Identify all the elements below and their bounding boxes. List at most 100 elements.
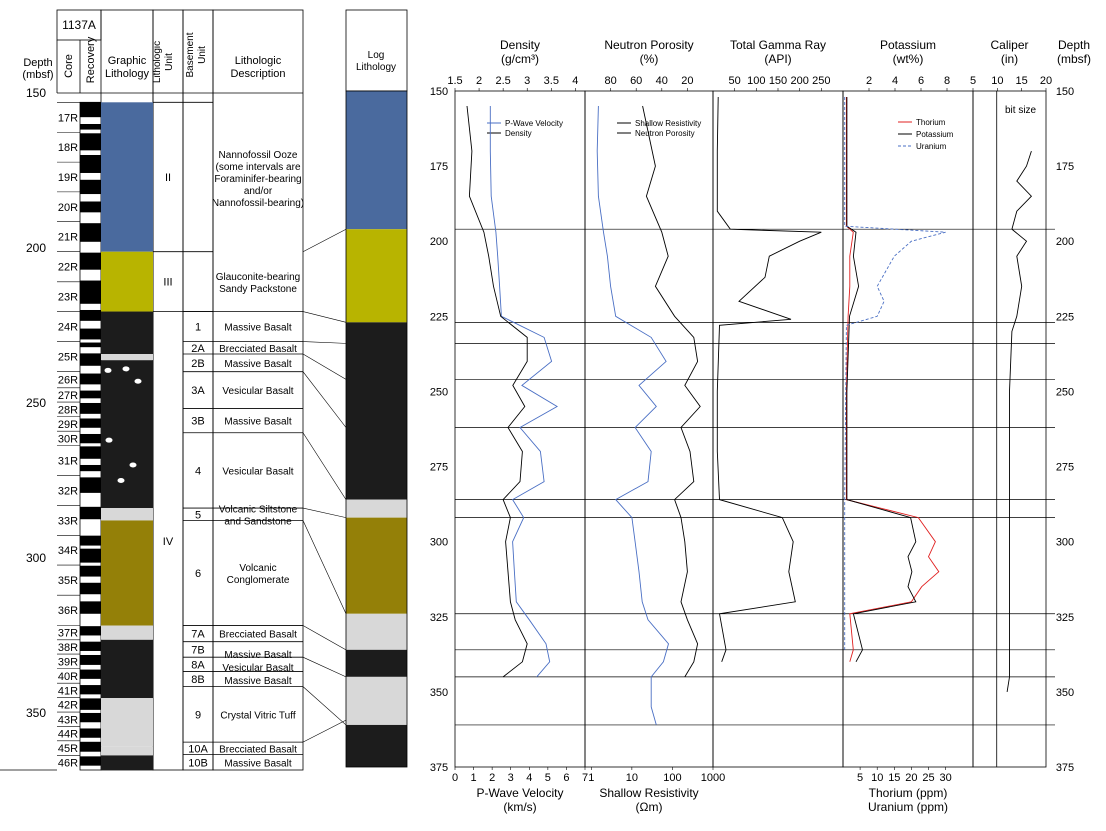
core-label: 25R — [58, 352, 78, 364]
log-lithology-block — [346, 322, 407, 500]
basement-unit-label: 7A — [191, 629, 205, 641]
recovery-bar — [80, 601, 101, 614]
recovery-bar — [80, 641, 101, 651]
track-bottom-tick-label: 1000 — [701, 772, 725, 784]
recovery-bar — [80, 342, 101, 348]
recovery-bar — [80, 402, 101, 414]
lithologic-description: Vesicular Basalt — [222, 663, 293, 674]
log-depth-tick-label: 250 — [430, 386, 448, 398]
log-lithology-title-2: Lithology — [356, 62, 396, 73]
track-top-tick-label: 2.5 — [495, 75, 510, 87]
series-total-gamma-ray — [716, 96, 822, 662]
vesicle-symbol — [105, 437, 113, 443]
basement-unit-label: 2A — [191, 343, 205, 355]
series-neutron-porosity — [642, 105, 701, 678]
track-bottom-title: Thorium (ppm) — [869, 786, 948, 800]
core-label: 26R — [58, 375, 78, 387]
track-top-title: (in) — [1001, 52, 1018, 66]
lithologic-description: Volcanic Siltstone — [219, 505, 298, 516]
recovery-bar — [80, 698, 101, 710]
track-top-title: Caliper — [990, 38, 1028, 52]
lithologic-description: Massive Basalt — [224, 650, 291, 661]
log-depth-tick-label: 300 — [430, 537, 448, 549]
track-top-tick-label: 1.5 — [447, 75, 462, 87]
recovery-bar — [80, 123, 101, 130]
description-title: Lithologic — [235, 55, 282, 67]
core-label: 27R — [58, 390, 78, 402]
description-col-frame — [212, 9, 304, 771]
recovery-bar — [80, 309, 101, 321]
basement-unit-label: 3A — [191, 385, 205, 397]
track-bottom-tick-label: 10 — [871, 772, 883, 784]
recovery-bar — [80, 223, 101, 242]
lithologic-description: Brecciated Basalt — [219, 744, 297, 755]
correlation-line — [302, 311, 347, 323]
lithologic-unit-title-2: Unit — [164, 53, 175, 71]
correlation-line — [302, 656, 347, 678]
lithologic-description: Massive Basalt — [224, 359, 291, 370]
log-lithology-block — [346, 499, 407, 518]
vesicle-symbol — [122, 366, 130, 372]
correlation-line — [302, 432, 347, 500]
recovery-bar — [80, 685, 101, 695]
correlation-line — [302, 228, 347, 252]
series-p-wave-velocity — [489, 106, 558, 678]
track-bottom-tick-label: 30 — [940, 772, 952, 784]
log-depth-tick-label: 175 — [430, 161, 448, 173]
track-top-title: Potassium — [880, 38, 936, 52]
core-label: 31R — [58, 456, 78, 468]
core-label: 38R — [58, 642, 78, 654]
core-label: 33R — [58, 515, 78, 527]
log-depth-tick-label: 350 — [430, 687, 448, 699]
lithologic-description: Foraminifer-bearing — [214, 174, 301, 185]
recovery-bar — [80, 654, 101, 665]
core-label: 17R — [58, 112, 78, 124]
graphic-lithology-block — [101, 639, 153, 699]
graphic-lithology-block — [101, 508, 153, 521]
graphic-lithology-block — [101, 354, 153, 361]
log-lithology-title: Log — [368, 50, 385, 61]
core-column-title: Core — [63, 54, 75, 78]
track-top-title: (wt%) — [893, 52, 924, 66]
core-label: 43R — [58, 714, 78, 726]
core-label: 30R — [58, 433, 78, 445]
graphic-lithology-block — [101, 360, 153, 509]
track-bottom-tick-label: 5 — [545, 772, 551, 784]
graphic-lithology-block — [101, 755, 153, 770]
log-lithology-frame — [345, 90, 408, 768]
track-top-tick-label: 150 — [769, 75, 787, 87]
right-depth-title: Depth — [1058, 38, 1090, 52]
basement-unit-label: 3B — [191, 416, 204, 428]
lithologic-description: Massive Basalt — [224, 323, 291, 334]
log-depth-tick-label-right: 150 — [1056, 86, 1074, 98]
recovery-bar — [80, 548, 101, 563]
recovery-bar — [80, 582, 101, 595]
recovery-bar — [80, 373, 101, 385]
track-top-tick-label: 2 — [476, 75, 482, 87]
series-uranium — [844, 97, 946, 650]
log-lithology-block — [346, 649, 407, 677]
correlation-line — [302, 625, 347, 651]
track-top-title: Total Gamma Ray — [730, 38, 826, 52]
site-label: 1137A — [62, 18, 96, 32]
recovery-bar — [80, 669, 101, 679]
lithologic-description: Nannofossil Ooze — [219, 150, 298, 161]
track-bottom-tick-label: 3 — [508, 772, 514, 784]
log-depth-tick-label-right: 375 — [1056, 762, 1074, 774]
legend-label: Density — [505, 129, 532, 138]
core-label: 36R — [58, 605, 78, 617]
core-label: 46R — [58, 758, 78, 770]
core-label: 20R — [58, 202, 78, 214]
lithologic-description: Massive Basalt — [224, 758, 291, 769]
core-label: 40R — [58, 671, 78, 683]
track-top-tick-label: 3.5 — [544, 75, 559, 87]
lithologic-description: Massive Basalt — [224, 417, 291, 428]
track-top-tick-label: 40 — [656, 75, 668, 87]
recovery-bar — [80, 756, 101, 766]
vesicle-symbol — [117, 477, 125, 483]
recovery-bar — [80, 201, 101, 213]
graphic-lithology-block — [101, 102, 153, 252]
basement-unit-title: Basement — [185, 32, 196, 77]
track-top-tick-label: 15 — [1016, 75, 1028, 87]
left-depth-tick-label: 200 — [26, 241, 46, 255]
